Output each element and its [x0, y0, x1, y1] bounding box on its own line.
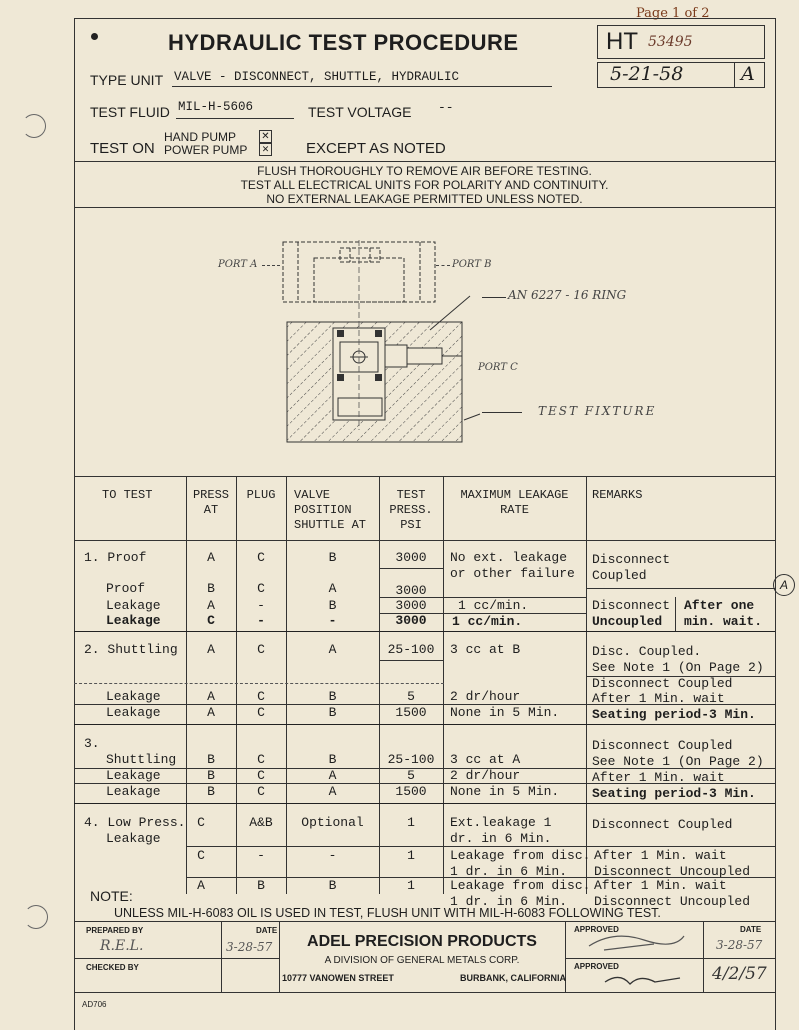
- revision-letter: A: [741, 63, 755, 85]
- col-header-remarks: REMARKS: [592, 488, 643, 502]
- test-on-label: TEST ON: [90, 140, 155, 157]
- page-title: HYDRAULIC TEST PROCEDURE: [168, 30, 519, 55]
- approved-date-label: DATE: [740, 925, 762, 934]
- test-voltage-value: --: [438, 100, 454, 115]
- test-fixture-label: TEST FIXTURE: [538, 404, 657, 418]
- binder-hole: [22, 114, 46, 138]
- port-a-label: PORT A: [218, 259, 258, 270]
- prepared-date-label: DATE: [256, 926, 278, 935]
- form-number: AD706: [82, 1000, 107, 1009]
- power-pump-label: POWER PUMP: [164, 143, 248, 157]
- approver2-signature: [604, 976, 681, 985]
- instruction-line: TEST ALL ELECTRICAL UNITS FOR POLARITY A…: [240, 178, 609, 192]
- test-voltage-label: TEST VOLTAGE: [308, 104, 412, 120]
- note-text: UNLESS MIL-H-6083 OIL IS USED IN TEST, F…: [114, 906, 661, 920]
- col-header-test-press: TEST PRESS. PSI: [389, 488, 433, 532]
- approved2-date-value: 4/2/57: [712, 964, 767, 984]
- instruction-line: FLUSH THOROUGHLY TO REMOVE AIR BEFORE TE…: [257, 164, 592, 178]
- col-header-plug: PLUG: [246, 488, 276, 502]
- date-box: 5-21-58 A: [597, 62, 765, 88]
- prepared-by-value: R.E.L.: [100, 938, 144, 954]
- instruction-line: NO EXTERNAL LEAKAGE PERMITTED UNLESS NOT…: [266, 192, 583, 206]
- col-header-to-test: TO TEST: [102, 488, 153, 502]
- company-city: BURBANK, CALIFORNIA: [460, 973, 566, 983]
- binder-hole: [24, 905, 48, 929]
- type-unit-value: VALVE - DISCONNECT, SHUTTLE, HYDRAULIC: [174, 70, 460, 84]
- power-pump-checkbox: ✕: [259, 143, 272, 156]
- test-fluid-value: MIL-H-5606: [178, 100, 254, 114]
- fitting-label: AN 6227 - 16 RING: [508, 288, 627, 302]
- page-label: Page 1 of 2: [636, 6, 710, 21]
- company-name: ADEL PRECISION PRODUCTS: [307, 933, 537, 950]
- note-label: NOTE:: [90, 888, 133, 904]
- prepared-by-label: PREPARED BY: [86, 926, 144, 935]
- approved2-label: APPROVED: [574, 962, 619, 971]
- test-fluid-label: TEST FLUID: [90, 104, 170, 120]
- prepared-date-value: 3-28-57: [226, 940, 273, 954]
- type-unit-label: TYPE UNIT: [90, 72, 164, 88]
- valve-diagram: [282, 240, 481, 443]
- hand-pump-label: HAND PUMP: [164, 130, 237, 144]
- ht-prefix: HT: [606, 28, 638, 55]
- hand-pump-checkbox: ✕: [259, 130, 272, 143]
- revision-marker: A: [773, 574, 795, 596]
- ht-number: 53495: [648, 34, 693, 50]
- approved-label: APPROVED: [574, 925, 619, 934]
- checked-by-label: CHECKED BY: [86, 963, 139, 972]
- company-division: A DIVISION OF GENERAL METALS CORP.: [324, 955, 520, 966]
- col-header-valve-position: VALVE POSITION SHUTTLE AT: [294, 488, 367, 532]
- ht-number-box: HT 53495: [597, 25, 765, 59]
- instructions-block: FLUSH THOROUGHLY TO REMOVE AIR BEFORE TE…: [74, 164, 775, 206]
- col-header-max-leakage: MAXIMUM LEAKAGE RATE: [460, 488, 569, 517]
- port-b-label: PORT B: [452, 259, 492, 270]
- approver-signature: [588, 935, 685, 951]
- approved-date-value: 3-28-57: [716, 938, 763, 952]
- port-c-label: PORT C: [478, 362, 518, 373]
- doc-date: 5-21-58: [610, 63, 684, 85]
- col-header-press: PRESS AT: [192, 488, 229, 517]
- except-noted-label: EXCEPT AS NOTED: [306, 140, 446, 157]
- company-address: 10777 VANOWEN STREET: [282, 973, 394, 983]
- bullet-dot: [91, 33, 98, 40]
